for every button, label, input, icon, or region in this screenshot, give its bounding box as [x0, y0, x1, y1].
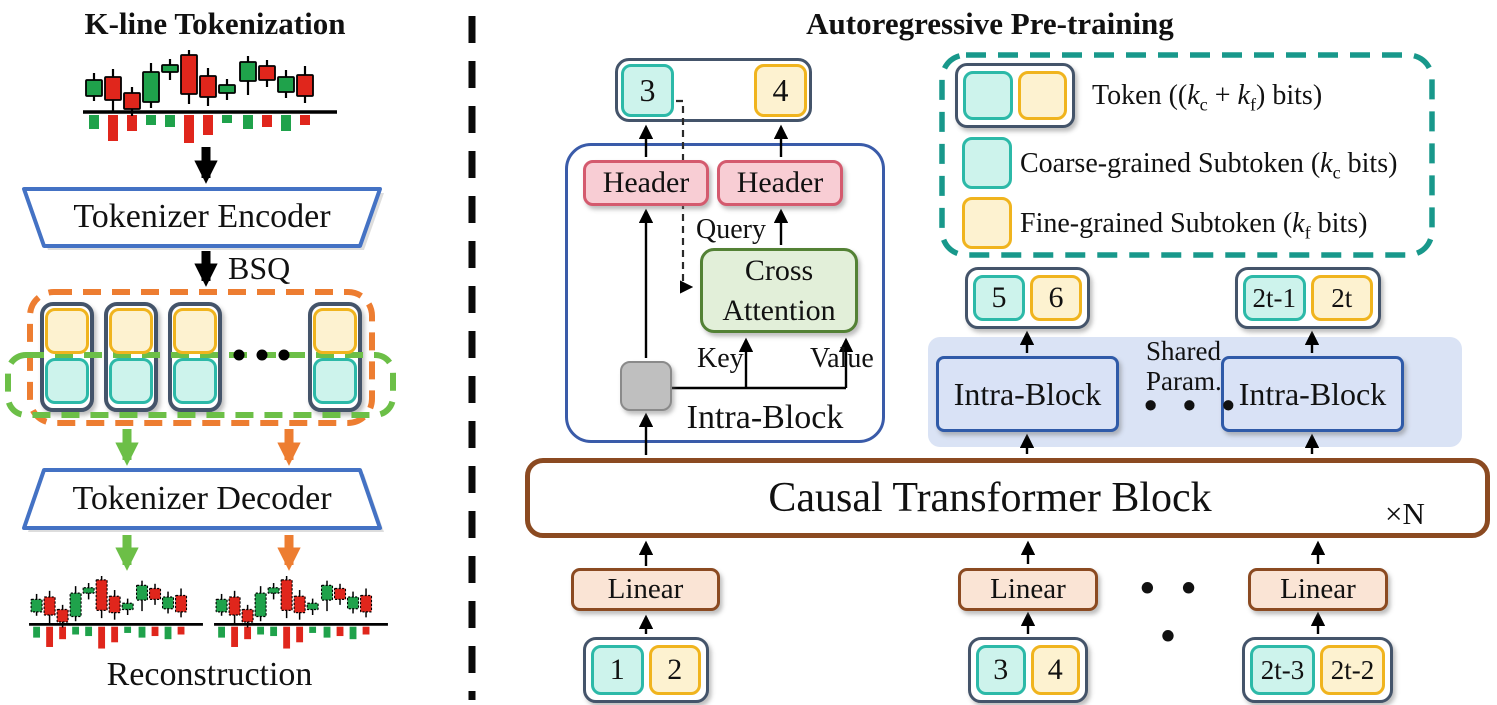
coarse-subtoken: 3 — [976, 645, 1026, 695]
decoder-label: Tokenizer Decoder — [72, 480, 332, 517]
value-label: Value — [810, 343, 874, 374]
linear-box-3: Linear — [1248, 568, 1388, 611]
output-coarse-token: 3 — [621, 64, 674, 117]
key-label: Key — [697, 343, 744, 374]
legend-token-label: Token ((kc + kf) bits) — [1092, 80, 1323, 115]
decoder-trapezoid — [22, 468, 384, 532]
legend-fine-label: Fine-grained Subtoken (kf bits) — [1020, 208, 1368, 243]
fine-subtoken: 4 — [1030, 645, 1080, 695]
coarse-subtoken: 5 — [973, 275, 1025, 321]
reconstruction-chart-left — [29, 576, 203, 649]
fine-subtoken — [109, 308, 153, 354]
mid-token-pair-2: 2t-1 2t — [1235, 267, 1381, 329]
legend-coarse-label: Coarse-grained Subtoken (kc bits) — [1020, 148, 1398, 183]
fine-subtoken — [313, 308, 357, 354]
legend-coarse-swatch — [962, 137, 1012, 189]
encoder-trapezoid — [22, 187, 384, 250]
fine-subtoken: 2 — [648, 645, 701, 695]
token-ellipsis-dots — [233, 349, 290, 361]
fine-subtoken — [173, 308, 217, 354]
output-fine-token: 4 — [754, 64, 807, 117]
coarse-subtoken: 2t-1 — [1243, 275, 1306, 321]
legend-fine-in-token — [1017, 71, 1067, 120]
fine-subtoken: 2t — [1310, 275, 1373, 321]
linear-box-2: Linear — [958, 568, 1098, 611]
causal-transformer-block — [525, 458, 1490, 538]
legend-dashed-border — [939, 52, 1435, 258]
ctb-label: Causal Transformer Block — [768, 475, 1212, 521]
fine-subtoken — [45, 308, 89, 354]
green-dashed-group — [5, 352, 396, 418]
input-token-pair-3: 2t-3 2t-2 — [1242, 637, 1393, 703]
coarse-subtoken — [313, 358, 357, 404]
header-box-fine: Header — [717, 160, 843, 206]
input-token-pair-1: 1 2 — [583, 637, 709, 703]
legend-token-swatch — [955, 63, 1075, 128]
shared-ellipsis: • • • — [1144, 385, 1243, 427]
shared-param-label-line2: Param. — [1146, 366, 1222, 396]
ctb-repeat-label: ×N — [1385, 496, 1425, 531]
shared-param-label-line1: Shared — [1146, 336, 1221, 366]
coarse-subtoken — [109, 358, 153, 404]
coarse-subtoken — [45, 358, 89, 404]
bsq-label: BSQ — [228, 250, 291, 286]
input-token-pair-2: 3 4 — [968, 637, 1088, 703]
fine-subtoken: 6 — [1030, 275, 1082, 321]
coarse-subtoken — [173, 358, 217, 404]
kline-chart — [83, 50, 337, 143]
reconstruction-label: Reconstruction — [106, 656, 313, 693]
intra-block-box-1: Intra-Block — [936, 356, 1119, 432]
coarse-subtoken: 1 — [591, 645, 644, 695]
hidden-state-box — [620, 361, 672, 411]
coarse-subtoken: 2t-3 — [1250, 645, 1315, 695]
reconstruction-chart-right — [214, 576, 388, 649]
input-ellipsis: • • • — [1140, 566, 1204, 660]
legend-coarse-in-token — [963, 71, 1013, 120]
query-label: Query — [696, 214, 766, 245]
intra-block-box-2: Intra-Block — [1221, 356, 1404, 432]
fine-subtoken: 2t-2 — [1320, 645, 1385, 695]
encoder-label: Tokenizer Encoder — [73, 198, 331, 235]
header-box-coarse: Header — [583, 160, 709, 206]
flow-arrows — [638, 124, 1326, 634]
right-panel-title: Autoregressive Pre-training — [806, 6, 1174, 41]
linear-box-1: Linear — [571, 568, 720, 611]
mid-token-pair-1: 5 6 — [965, 267, 1090, 329]
legend-fine-swatch — [962, 197, 1012, 249]
cross-attention-box: Cross Attention — [700, 248, 858, 333]
intra-block-caption: Intra-Block — [686, 399, 844, 436]
key-value-lines — [672, 337, 854, 390]
left-panel-title: K-line Tokenization — [84, 6, 346, 41]
